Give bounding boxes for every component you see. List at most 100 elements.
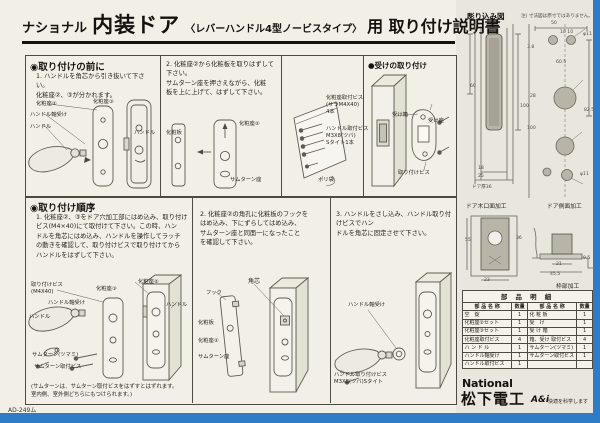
- label-handle-right: ハンドル: [166, 302, 188, 308]
- part-name: 箱、受け 取付ビス: [526, 334, 578, 345]
- dim-mort-55: 55: [465, 238, 471, 243]
- dim-frame-21: 21: [556, 262, 562, 267]
- part-name: ハンドル軸受け: [461, 351, 513, 361]
- dim-side-825: 82.5: [584, 108, 595, 113]
- label-seat2: 化粧座②: [138, 279, 159, 285]
- part-qty: 1: [511, 351, 528, 361]
- screw-bag-illustration: [293, 101, 347, 187]
- dim-side-50: 50: [551, 21, 557, 26]
- parts-header-name1: 部 品 名 称: [461, 301, 513, 312]
- part-qty: 1: [576, 351, 593, 361]
- dim-mort-36: 36: [516, 236, 522, 241]
- label-handle-bearing: ハンドル軸受け: [30, 112, 68, 118]
- label-handle: ハンドル: [30, 124, 52, 130]
- row2-frame: [25, 196, 457, 405]
- caption-door-side: ドア側面加工: [547, 204, 582, 210]
- door-edge-machining-diagram: [467, 24, 521, 184]
- scan-edge-right: [593, 0, 600, 423]
- part-qty: 4: [576, 334, 593, 345]
- part-name: [526, 359, 578, 370]
- part-name: 受 け: [526, 318, 578, 328]
- row1-frame: [25, 55, 457, 198]
- title-main: 内装ドア: [92, 13, 181, 37]
- national-logo: National: [462, 377, 513, 390]
- handle-fixing-illustration: [334, 272, 453, 389]
- label-square-core: 角芯: [248, 278, 261, 285]
- dim-side-605: 60.5: [556, 60, 567, 65]
- handle-disassembly-illustration: [28, 99, 152, 189]
- label-poly-bag: ポリ袋: [318, 177, 334, 183]
- before-heading: ◉取り付けの前に: [30, 62, 105, 73]
- label-seat3: 化粧座③: [93, 99, 114, 105]
- part-qty: 1: [511, 318, 528, 328]
- door-side-machining-diagram: [528, 24, 592, 198]
- dim-mort-23: 23: [484, 278, 490, 283]
- company-name: 松下電工: [461, 390, 526, 408]
- parts-header-qty2: 数量: [576, 301, 593, 312]
- parts-header-qty1: 数量: [511, 301, 528, 312]
- dim-edge-60: 60: [470, 84, 476, 89]
- doc-code: AD-249ム: [8, 407, 37, 414]
- label-seat2: 化粧座②: [239, 121, 260, 127]
- label-handle-fix-screw: ハンドル取り付けビス M3X8(ツバ)Sタイト: [334, 372, 387, 385]
- caption-door-edge: ドア木口面加工: [466, 204, 507, 210]
- thumbturn-note: (サムターンは、サムターン取付ビスをはずすとはずれます。 室内側、室外側どちらに…: [31, 384, 178, 398]
- title-brand: ナショナル: [22, 21, 88, 36]
- label-thumbturn: サムターン(ツマミ): [32, 352, 79, 358]
- order-step1-text: 1. 化粧座②、③をドア穴加工部にはめ込み、取り付け ビス(M4×40)にて取付…: [36, 214, 188, 259]
- part-qty: 1: [511, 310, 528, 320]
- before-step2-text: 2. 化粧座②から化粧板を取りはずして 下さい。 サムターン座を押さえながら、化…: [166, 61, 274, 97]
- page-title: ナショナル 内装ドア 〈レバーハンドル4型ノービスタイプ〉 用 取り付け説明書: [22, 9, 501, 44]
- label-strike-screw: 取り付けビス: [398, 170, 430, 176]
- dim-side-phi11b: φ11: [580, 172, 589, 177]
- dim-edge-100: 100: [520, 104, 529, 109]
- label-seat3: 化粧座③: [96, 286, 117, 292]
- label-plate: 化粧板: [166, 130, 182, 136]
- company-tagline: 快適を科学します: [548, 399, 589, 405]
- part-name: ハ ン ド ル: [461, 343, 513, 353]
- frame-machining-diagram: [532, 227, 594, 273]
- dim-side-phi11: φ11: [583, 32, 592, 37]
- part-name: 化粧座取付ビス: [461, 334, 513, 345]
- strike-heading: ●受けの取り付け: [368, 61, 428, 70]
- label-strike-box: 受け箱: [392, 112, 408, 118]
- part-name: 化 粧 板: [526, 310, 578, 320]
- part-name: 受 け 箱: [526, 326, 578, 337]
- label-plate: 化粧板: [198, 320, 214, 326]
- plate-removal-illustration: [171, 119, 237, 189]
- dim-side-1010: 10 10: [560, 30, 574, 35]
- label-handle-bearing: ハンドル軸受け: [48, 300, 86, 306]
- scan-edge-bottom: [0, 413, 600, 423]
- before-step1-text: 1. ハンドルを角芯から引き抜いて下さい。 化粧座②、③が分かれます。: [36, 73, 145, 99]
- part-name: 化粧座②セット: [461, 318, 513, 328]
- plate-hook-illustration: [215, 277, 310, 393]
- part-qty: 1: [576, 326, 593, 337]
- ai-logo: A&i: [531, 395, 549, 405]
- label-mounting-screw: 取り付けビス (M4X40): [31, 282, 63, 295]
- dim-side-28: 28: [530, 94, 536, 99]
- dim-side-38: 3.8: [527, 45, 535, 50]
- scale-note: 注) 寸法図は原寸ではありません。: [521, 14, 594, 19]
- order-heading: ◉取り付け順序: [30, 203, 96, 214]
- label-seat-screws: 化粧座取付ビス (サラM4X40) 4本: [326, 95, 364, 115]
- row1-divider-3: [363, 55, 364, 196]
- seat-mounting-illustration: [28, 274, 183, 382]
- part-name: 化粧座③セット: [461, 326, 513, 337]
- part-name: サムターン取付ビス: [526, 351, 578, 361]
- row1-divider-1: [160, 55, 161, 196]
- label-seat2: 化粧座②: [36, 101, 57, 107]
- label-seat2: 化粧座②: [198, 338, 219, 344]
- dim-side-100: 100: [527, 126, 536, 131]
- order-step3-text: 3. ハンドルをさし込み、ハンドル取り付けビスでハン ドルを角芯に固定させて下さ…: [336, 211, 452, 237]
- row2-divider-2: [330, 196, 331, 403]
- label-handle-bearing: ハンドル軸受け: [348, 302, 386, 308]
- part-qty: 1: [511, 343, 528, 353]
- part-qty: 1: [511, 359, 528, 370]
